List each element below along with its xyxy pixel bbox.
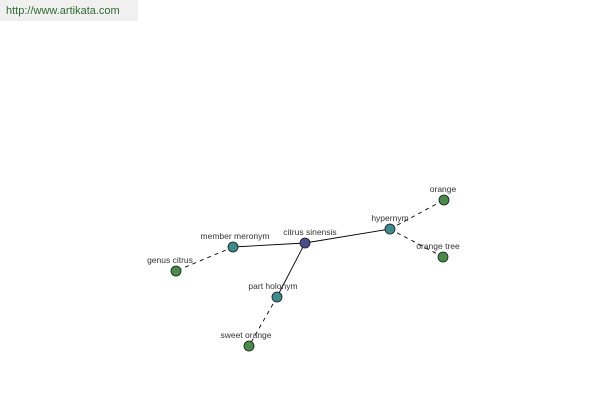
node-label-orangetree: orange tree — [416, 241, 460, 251]
edge-center-hypernym — [304, 228, 391, 244]
node-center[interactable] — [299, 237, 311, 249]
labels-layer: citrus sinensis member meronym hypernym par… — [147, 184, 460, 340]
node-label-sweet: sweet orange — [220, 330, 271, 340]
edge-hypernym-orangetree — [389, 228, 444, 258]
node-label-genus: genus citrus — [147, 255, 193, 265]
node-label-hypernym: hypernym — [371, 213, 408, 223]
edge-hypernym-orange — [389, 199, 445, 230]
site-url-link[interactable]: http://www.artikata.com — [6, 4, 120, 17]
node-label-member: member meronym — [201, 231, 270, 241]
node-member[interactable] — [227, 241, 239, 253]
edge-part-sweet — [248, 296, 278, 347]
node-part[interactable] — [271, 291, 283, 303]
edges-layer — [175, 199, 445, 347]
node-orange[interactable] — [438, 194, 450, 206]
node-hypernym[interactable] — [384, 223, 396, 235]
node-sweet[interactable] — [243, 340, 255, 352]
edge-center-member — [232, 242, 306, 248]
nodes-layer — [170, 194, 450, 352]
node-genus[interactable] — [170, 265, 182, 277]
node-label-part: part holonym — [248, 281, 297, 291]
edge-center-part — [276, 242, 306, 298]
url-bar: http://www.artikata.com — [0, 0, 138, 21]
node-orangetree[interactable] — [437, 251, 449, 263]
edge-member-genus — [175, 246, 234, 272]
node-label-orange: orange — [430, 184, 457, 194]
node-label-center: citrus sinensis — [283, 227, 336, 237]
